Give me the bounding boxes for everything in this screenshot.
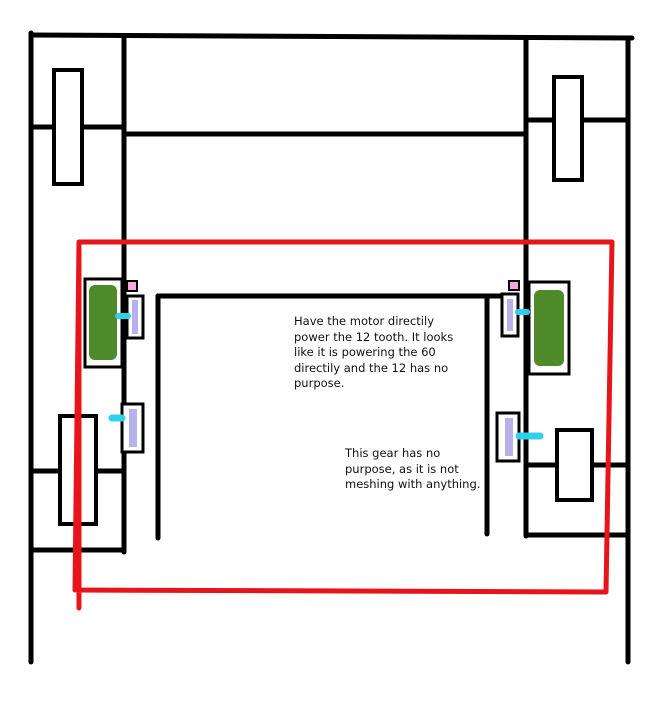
bottom-right-wheel (555, 428, 594, 502)
right-motor (534, 290, 564, 366)
right-collar (508, 280, 520, 291)
gear-note: This gear has no purpose, as it is not m… (345, 446, 481, 491)
highlight-box (72, 239, 615, 611)
top-crossbar (28, 32, 635, 41)
left-60-tooth-hub (129, 409, 137, 447)
right-60-tooth-hub (505, 418, 513, 456)
top-right-wheel (552, 75, 584, 182)
left-motor (89, 285, 117, 360)
left-gear-stack (108, 280, 145, 454)
left-12-tooth-hub (132, 300, 138, 334)
wheels (52, 68, 594, 526)
chassis-frame (28, 30, 635, 665)
right-gear-stack (495, 280, 544, 463)
top-left-wheel (52, 68, 84, 186)
left-collar (126, 280, 138, 292)
motors (83, 277, 571, 376)
motor-note: Have the motor directily power the 12 to… (294, 314, 454, 390)
right-12-tooth-hub (507, 299, 513, 331)
